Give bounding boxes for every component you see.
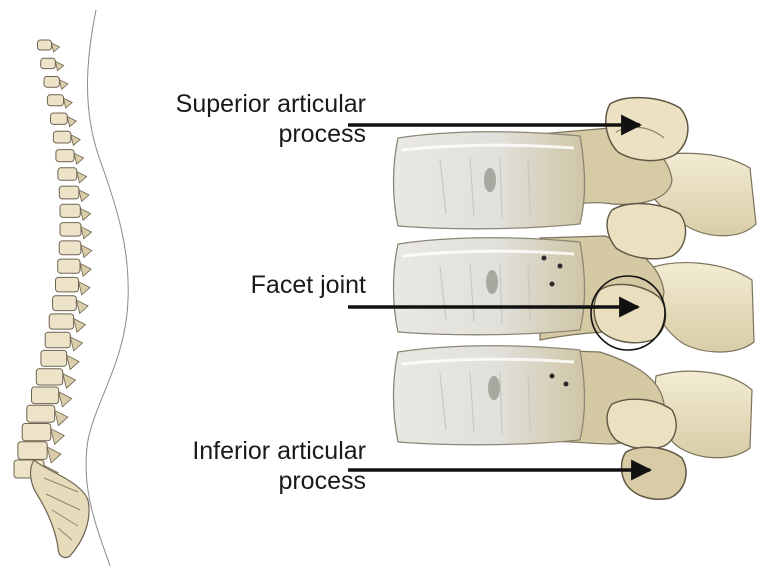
spine-vertebra-process xyxy=(74,319,86,333)
label-superior-line1: Superior articular xyxy=(120,89,366,119)
spine-vertebra xyxy=(22,424,51,441)
spine-vertebra-process xyxy=(55,61,63,70)
spine-vertebra xyxy=(58,259,80,273)
spine-vertebra-process xyxy=(77,172,87,183)
spine-vertebra-process xyxy=(63,98,72,108)
spine-vertebra-process xyxy=(80,208,90,220)
spine-vertebra-process xyxy=(47,447,61,463)
spine-vertebra xyxy=(45,332,70,348)
spine-vertebra-process xyxy=(67,355,79,369)
spine-vertebra xyxy=(38,40,52,50)
label-facet-joint: Facet joint xyxy=(120,270,366,300)
spine-vertebra xyxy=(51,113,68,124)
spine-vertebra xyxy=(60,204,80,217)
articular-process-lower-pair xyxy=(607,399,676,449)
spine-vertebra xyxy=(36,369,63,385)
spine-vertebra xyxy=(41,350,67,366)
spine-vertebra-process xyxy=(80,263,91,276)
label-facet-text: Facet joint xyxy=(120,270,366,300)
posterior-process-middle xyxy=(650,263,754,352)
spine-vertebra xyxy=(27,405,55,422)
spine-vertebra-process xyxy=(71,135,80,146)
spine-vertebra-process xyxy=(59,80,68,90)
spine-vertebra xyxy=(56,277,79,292)
spine-vertebra xyxy=(56,150,74,162)
spine-vertebra xyxy=(59,241,81,255)
spine-vertebra-process xyxy=(76,300,88,313)
spine-vertebra-process xyxy=(51,429,65,445)
spine-vertebra xyxy=(53,131,71,143)
vertebral-body-top xyxy=(394,132,585,229)
spine-vertebra xyxy=(60,223,81,237)
sacrum xyxy=(31,460,90,558)
label-inferior-articular-process: Inferior articular process xyxy=(120,436,366,496)
spine-vertebra xyxy=(18,442,47,460)
spine-vertebra-process xyxy=(55,410,68,425)
inferior-articular-process xyxy=(622,447,687,499)
vertebral-body-middle xyxy=(394,238,585,335)
spine-vertebra xyxy=(32,387,59,404)
spine-vertebra xyxy=(49,314,73,329)
spine-vertebra-process xyxy=(81,227,92,239)
spine-vertebra-process xyxy=(74,153,84,164)
articular-process-upper-pair xyxy=(607,204,685,259)
spine-vertebra xyxy=(53,296,77,311)
label-superior-line2: process xyxy=(120,119,366,149)
spine-vertebra-process xyxy=(81,245,92,257)
spine-vertebra-process xyxy=(79,282,90,295)
label-inferior-line2: process xyxy=(120,466,366,496)
spine-vertebra-process xyxy=(59,392,72,407)
spine-vertebra-process xyxy=(52,43,60,52)
spine-vertebra-process xyxy=(63,374,76,389)
spine-vertebra xyxy=(41,58,56,68)
spine-vertebra xyxy=(58,168,77,180)
spine-vertebra xyxy=(59,186,79,199)
lumbar-vertebrae-illustration xyxy=(394,98,757,500)
vertebral-body-bottom xyxy=(394,346,585,445)
vertebra-stack xyxy=(14,40,92,482)
spine-vertebra xyxy=(44,77,59,88)
label-inferior-line1: Inferior articular xyxy=(120,436,366,466)
full-spine-illustration xyxy=(14,10,128,566)
spine-vertebra-process xyxy=(67,117,76,127)
label-superior-articular-process: Superior articular process xyxy=(120,89,366,149)
spine-vertebra-process xyxy=(70,337,82,351)
spine-vertebra xyxy=(47,95,63,106)
spine-vertebra-process xyxy=(79,190,89,202)
